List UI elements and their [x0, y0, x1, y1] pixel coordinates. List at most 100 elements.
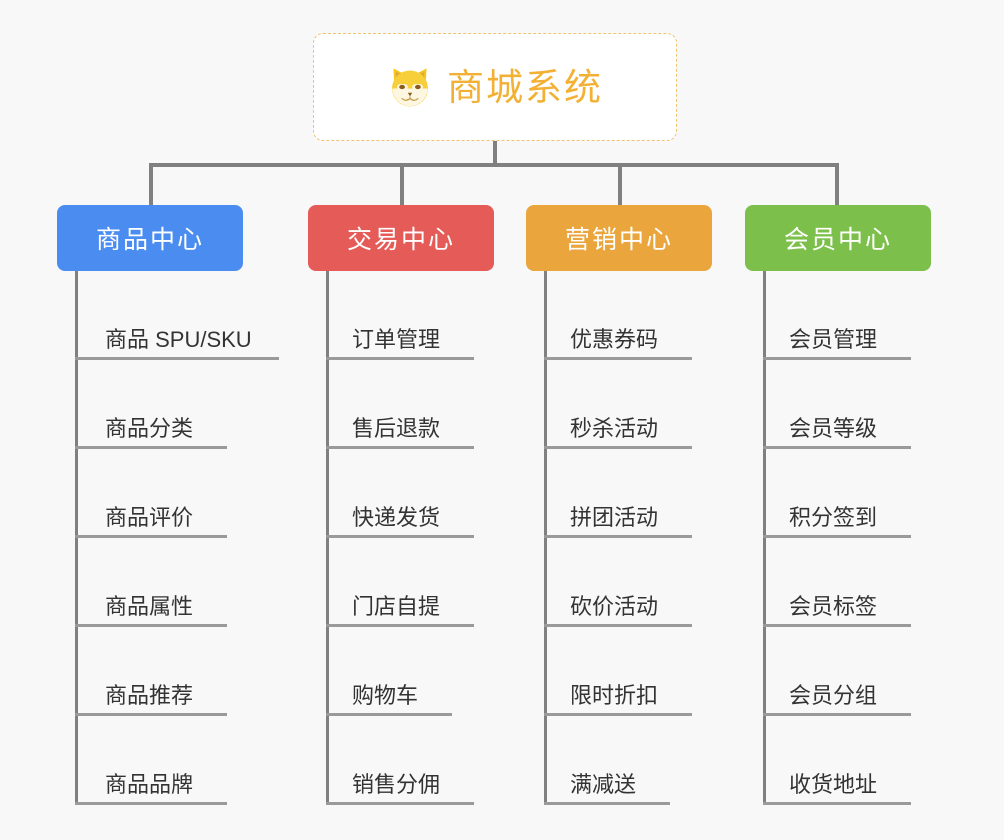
leaf-item[interactable]: 商品推荐 [57, 627, 243, 716]
leaf-item[interactable]: 售后退款 [308, 360, 494, 449]
leaf-underline [544, 713, 692, 716]
branch-header-1[interactable]: 交易中心 [308, 205, 494, 271]
leaf-underline [75, 713, 227, 716]
branch-header-2[interactable]: 营销中心 [526, 205, 712, 271]
leaf-item[interactable]: 拼团活动 [526, 449, 712, 538]
branch-drop-3 [835, 163, 839, 207]
leaf-item[interactable]: 满减送 [526, 716, 712, 805]
leaf-underline [75, 357, 279, 360]
branch-header-label-3: 会员中心 [783, 226, 892, 254]
leaf-item[interactable]: 砍价活动 [526, 538, 712, 627]
leaf-label: 购物车 [352, 683, 419, 708]
branch-header-label-0: 商品中心 [95, 226, 204, 254]
leaf-label: 限时折扣 [570, 683, 659, 708]
leaf-item[interactable]: 商品分类 [57, 360, 243, 449]
leaf-item[interactable]: 商品评价 [57, 449, 243, 538]
leaf-label: 砍价活动 [570, 594, 659, 619]
leaf-label: 售后退款 [352, 416, 441, 441]
shiba-dog-face-icon [387, 64, 433, 110]
leaf-item[interactable]: 会员管理 [745, 271, 931, 360]
leaf-label: 商品推荐 [105, 683, 194, 708]
leaf-item[interactable]: 门店自提 [308, 538, 494, 627]
leaf-underline [326, 357, 474, 360]
leaf-underline [544, 446, 692, 449]
branch-drop-2 [618, 163, 622, 207]
leaf-item[interactable]: 积分签到 [745, 449, 931, 538]
leaf-item[interactable]: 限时折扣 [526, 627, 712, 716]
root-node[interactable]: 商城系统 [313, 33, 677, 141]
leaf-underline [763, 802, 911, 805]
leaf-item[interactable]: 秒杀活动 [526, 360, 712, 449]
root-connector-stem [493, 141, 497, 165]
leaf-label: 会员标签 [789, 594, 878, 619]
branch-body-1: 订单管理 售后退款 快递发货 门店自提 购物车 销售分佣 [308, 271, 494, 805]
branch-body-2: 优惠券码 秒杀活动 拼团活动 砍价活动 限时折扣 满减送 [526, 271, 712, 805]
leaf-label: 商品 SPU/SKU [105, 327, 252, 352]
leaf-underline [544, 802, 670, 805]
branch-header-3[interactable]: 会员中心 [745, 205, 931, 271]
leaf-label: 拼团活动 [570, 505, 659, 530]
leaf-label: 门店自提 [352, 594, 441, 619]
leaf-underline [544, 357, 692, 360]
leaf-item[interactable]: 购物车 [308, 627, 494, 716]
branch-body-3: 会员管理 会员等级 积分签到 会员标签 会员分组 收货地址 [745, 271, 931, 805]
branch-header-label-1: 交易中心 [346, 226, 455, 254]
leaf-underline [326, 624, 474, 627]
leaf-label: 商品评价 [105, 505, 194, 530]
leaf-label: 会员等级 [789, 416, 878, 441]
leaf-underline [763, 446, 911, 449]
leaf-label: 会员管理 [789, 327, 878, 352]
leaf-item[interactable]: 快递发货 [308, 449, 494, 538]
branch-column-1: 交易中心 订单管理 售后退款 快递发货 门店自提 购物车 [308, 205, 494, 805]
branch-header-0[interactable]: 商品中心 [57, 205, 243, 271]
leaf-item[interactable]: 会员等级 [745, 360, 931, 449]
branch-drop-0 [149, 163, 153, 207]
leaf-underline [75, 535, 227, 538]
leaf-underline [326, 535, 474, 538]
branch-spine-2 [544, 271, 547, 805]
branch-spine-3 [763, 271, 766, 805]
leaf-label: 优惠券码 [570, 327, 659, 352]
leaf-item[interactable]: 商品属性 [57, 538, 243, 627]
leaf-underline [75, 802, 227, 805]
leaf-underline [326, 446, 474, 449]
branch-connector-bus [149, 163, 839, 167]
leaf-item[interactable]: 会员标签 [745, 538, 931, 627]
leaf-item[interactable]: 销售分佣 [308, 716, 494, 805]
leaf-item[interactable]: 商品 SPU/SKU [57, 271, 279, 360]
leaf-label: 商品品牌 [105, 772, 194, 797]
branch-header-label-2: 营销中心 [564, 226, 673, 254]
leaf-underline [326, 802, 474, 805]
leaf-underline [763, 535, 911, 538]
leaf-label: 商品分类 [105, 416, 194, 441]
leaf-label: 订单管理 [352, 327, 441, 352]
leaf-item[interactable]: 订单管理 [308, 271, 494, 360]
branch-column-2: 营销中心 优惠券码 秒杀活动 拼团活动 砍价活动 限时折扣 [526, 205, 712, 805]
branch-column-3: 会员中心 会员管理 会员等级 积分签到 会员标签 会员分组 [745, 205, 931, 805]
branch-spine-0 [75, 271, 78, 805]
branch-body-0: 商品 SPU/SKU 商品分类 商品评价 商品属性 商品推荐 商品品牌 [57, 271, 279, 805]
leaf-underline [75, 446, 227, 449]
leaf-label: 收货地址 [789, 772, 878, 797]
branch-drop-1 [400, 163, 404, 207]
leaf-label: 满减送 [570, 772, 637, 797]
leaf-label: 积分签到 [789, 505, 878, 530]
leaf-underline [763, 713, 911, 716]
leaf-item[interactable]: 会员分组 [745, 627, 931, 716]
leaf-item[interactable]: 商品品牌 [57, 716, 243, 805]
leaf-underline [763, 357, 911, 360]
branch-column-0: 商品中心 商品 SPU/SKU 商品分类 商品评价 商品属性 商品推荐 [57, 205, 279, 805]
leaf-label: 秒杀活动 [570, 416, 659, 441]
leaf-item[interactable]: 收货地址 [745, 716, 931, 805]
leaf-label: 会员分组 [789, 683, 878, 708]
leaf-item[interactable]: 优惠券码 [526, 271, 712, 360]
branch-spine-1 [326, 271, 329, 805]
leaf-underline [326, 713, 452, 716]
root-title: 商城系统 [447, 66, 603, 108]
leaf-label: 销售分佣 [352, 772, 441, 797]
leaf-label: 商品属性 [105, 594, 194, 619]
leaf-underline [763, 624, 911, 627]
leaf-underline [544, 535, 692, 538]
leaf-underline [544, 624, 692, 627]
